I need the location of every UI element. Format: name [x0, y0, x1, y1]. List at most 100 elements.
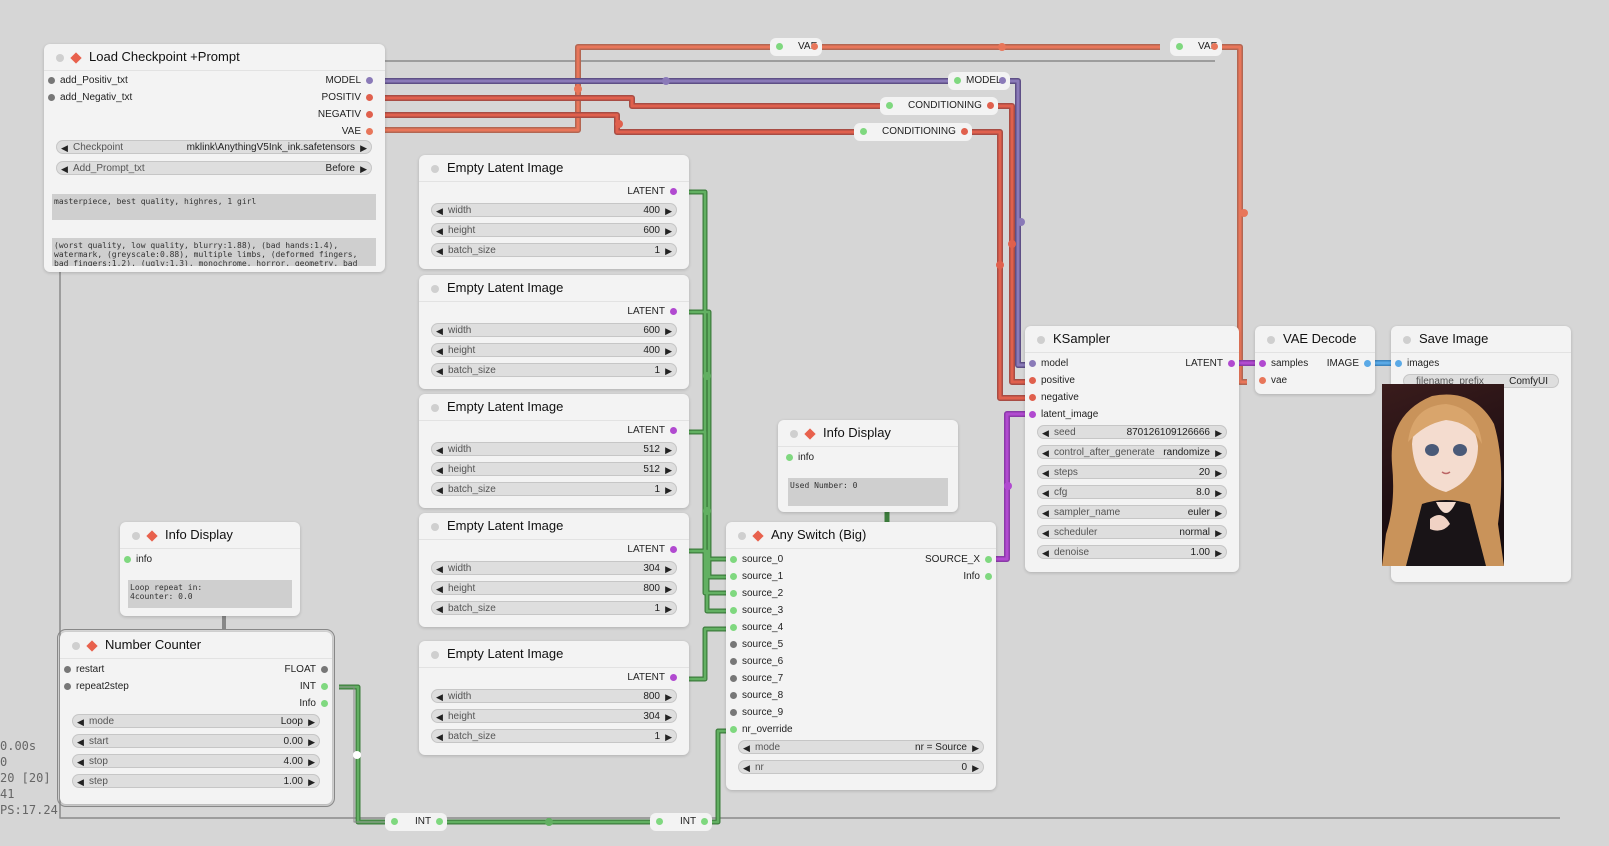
- input-slot[interactable]: images: [1395, 357, 1439, 371]
- collapse-dot-icon[interactable]: [72, 641, 80, 650]
- output-slot[interactable]: LATENT: [627, 305, 677, 319]
- ksampler-node[interactable]: KSampler model positive negative latent_…: [1025, 326, 1239, 572]
- input-slot[interactable]: source_4: [730, 621, 783, 635]
- vae-decode-node[interactable]: VAE Decode samples vae IMAGE: [1255, 326, 1375, 394]
- info-display-node[interactable]: Info Display info Loop repeat in: 4count…: [120, 522, 300, 616]
- output-slot[interactable]: LATENT: [627, 424, 677, 438]
- input-slot[interactable]: samples: [1259, 357, 1308, 371]
- input-slot[interactable]: source_9: [730, 706, 783, 720]
- collapse-dot-icon[interactable]: [1037, 335, 1045, 344]
- input-slot[interactable]: source_3: [730, 604, 783, 618]
- output-slot[interactable]: LATENT: [627, 185, 677, 199]
- collapse-dot-icon[interactable]: [132, 531, 140, 540]
- left-arrow-icon[interactable]: ◀: [61, 143, 68, 153]
- output-slot[interactable]: LATENT: [627, 543, 677, 557]
- output-slot[interactable]: INT: [300, 680, 328, 694]
- output-slot[interactable]: NEGATIV: [318, 108, 373, 122]
- positive-prompt-textarea[interactable]: masterpiece, best quality, highres, 1 gi…: [52, 194, 376, 220]
- collapse-dot-icon[interactable]: [431, 284, 439, 293]
- input-slot[interactable]: source_6: [730, 655, 783, 669]
- collapse-dot-icon[interactable]: [431, 522, 439, 531]
- input-slot[interactable]: info: [124, 553, 152, 567]
- output-slot[interactable]: POSITIV: [322, 91, 373, 105]
- reroute-vae[interactable]: VAE: [770, 38, 822, 56]
- input-slot[interactable]: nr_override: [730, 723, 793, 737]
- info-display-node[interactable]: Info Display info Used Number: 0: [778, 420, 958, 512]
- input-slot[interactable]: positive: [1029, 374, 1075, 388]
- reroute-vae[interactable]: VAE: [1170, 38, 1222, 56]
- number-counter-node[interactable]: Number Counter restart repeat2step FLOAT…: [57, 629, 335, 807]
- input-slot[interactable]: source_2: [730, 587, 783, 601]
- info-textarea[interactable]: Used Number: 0: [788, 478, 948, 506]
- output-slot[interactable]: Info: [299, 697, 328, 711]
- collapse-dot-icon[interactable]: [431, 164, 439, 173]
- collapse-dot-icon[interactable]: [738, 531, 746, 540]
- info-textarea[interactable]: Loop repeat in: 4counter: 0.0: [128, 580, 292, 608]
- reroute-conditioning[interactable]: CONDITIONING: [854, 123, 972, 141]
- input-slot[interactable]: model: [1029, 357, 1068, 371]
- output-slot[interactable]: MODEL: [325, 74, 373, 88]
- output-slot[interactable]: IMAGE: [1327, 357, 1371, 371]
- input-slot[interactable]: info: [786, 451, 814, 465]
- output-slot[interactable]: VAE: [342, 125, 373, 139]
- load-checkpoint-node[interactable]: Load Checkpoint +Prompt add_Positiv_txt …: [44, 44, 385, 272]
- input-slot[interactable]: restart: [64, 663, 104, 677]
- output-slot[interactable]: Info: [963, 570, 992, 584]
- negative-prompt-textarea[interactable]: (worst quality, low quality, blurry:1.88…: [52, 238, 376, 266]
- right-arrow-icon[interactable]: ▶: [360, 164, 367, 174]
- output-slot[interactable]: SOURCE_X: [925, 553, 992, 567]
- input-slot[interactable]: source_5: [730, 638, 783, 652]
- output-slot[interactable]: LATENT: [627, 671, 677, 685]
- reroute-int[interactable]: INT: [385, 813, 447, 831]
- collapse-dot-icon[interactable]: [431, 650, 439, 659]
- input-slot[interactable]: add_Positiv_txt: [48, 74, 128, 88]
- input-slot[interactable]: add_Negativ_txt: [48, 91, 132, 105]
- collapse-dot-icon[interactable]: [1403, 335, 1411, 344]
- input-slot[interactable]: vae: [1259, 374, 1287, 388]
- reroute-int[interactable]: INT: [650, 813, 712, 831]
- input-slot[interactable]: source_7: [730, 672, 783, 686]
- output-slot[interactable]: LATENT: [1185, 357, 1235, 371]
- input-slot[interactable]: source_8: [730, 689, 783, 703]
- any-switch-node[interactable]: Any Switch (Big) source_0 source_1 sourc…: [726, 522, 996, 790]
- output-slot[interactable]: FLOAT: [285, 663, 328, 677]
- left-arrow-icon[interactable]: ◀: [61, 164, 68, 174]
- reroute-conditioning[interactable]: CONDITIONING: [880, 97, 998, 115]
- input-slot[interactable]: source_0: [730, 553, 783, 567]
- input-slot[interactable]: negative: [1029, 391, 1079, 405]
- collapse-dot-icon[interactable]: [431, 403, 439, 412]
- collapse-dot-icon[interactable]: [790, 429, 798, 438]
- input-slot[interactable]: repeat2step: [64, 680, 129, 694]
- input-slot[interactable]: source_1: [730, 570, 783, 584]
